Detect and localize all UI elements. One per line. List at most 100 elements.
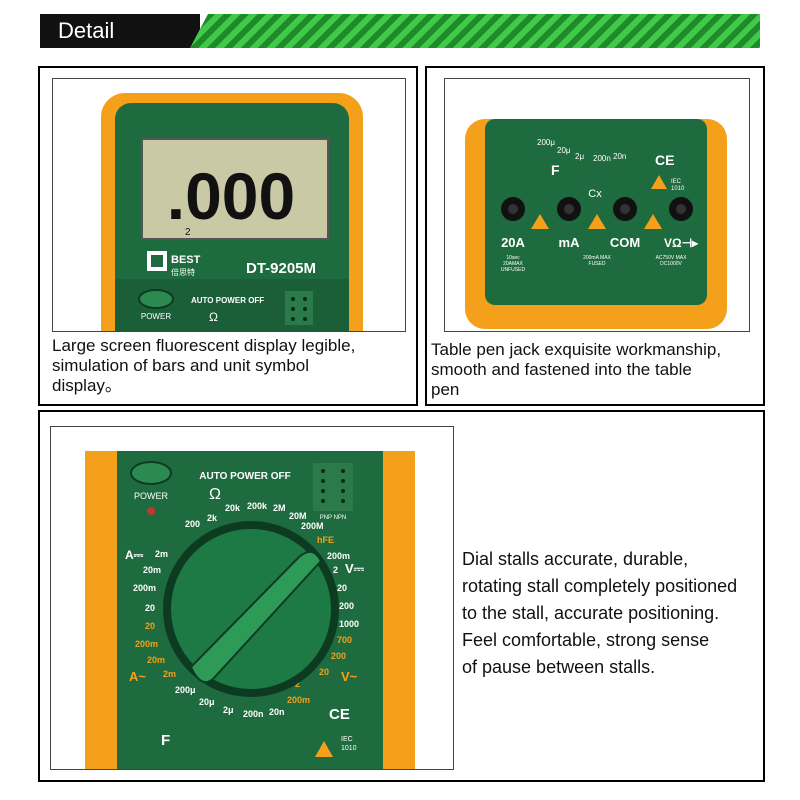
- dial-pointer[interactable]: [189, 550, 323, 683]
- dial-label: 20m: [147, 655, 165, 665]
- dial-label: 2m: [163, 669, 176, 679]
- dial-label: 20M: [289, 511, 307, 521]
- rotary-dial[interactable]: [163, 521, 339, 697]
- dial-label: A⎓: [125, 548, 144, 562]
- caption-line: Large screen fluorescent display legible…: [52, 336, 356, 355]
- range-label: 20μ: [557, 146, 571, 155]
- ce-mark: CE: [329, 706, 350, 723]
- dial-label: 200m: [327, 551, 350, 561]
- dial-label: 200m: [135, 639, 158, 649]
- auto-power-off-label: AUTO POWER OFF: [191, 296, 264, 305]
- dial-label: hFE: [317, 535, 334, 545]
- caption-line: Dial stalls accurate, durable,: [462, 549, 689, 569]
- note-text: 200mA MAX: [583, 255, 611, 261]
- dial-label: 200μ: [175, 685, 196, 695]
- dial-label: 2: [333, 565, 338, 575]
- dial-label: 200: [331, 651, 346, 661]
- dial-label: 20: [319, 667, 329, 677]
- dial-label: 1000: [339, 619, 359, 629]
- warning-icon: [531, 214, 549, 229]
- dial-label: A~: [129, 669, 146, 684]
- note-text: FUSED: [589, 261, 606, 267]
- dial-label: 20: [145, 603, 155, 613]
- power-button[interactable]: [138, 289, 174, 309]
- cx-label: Cx: [588, 188, 602, 200]
- dial-label: 200n: [243, 709, 264, 719]
- caption-line: simulation of bars and unit symbol: [52, 356, 310, 375]
- range-label: 2μ: [575, 152, 584, 161]
- dial-label: 700: [337, 635, 352, 645]
- dial-photo: POWER AUTO POWER OFF Ω PNP NPN 200 A⎓ 2m…: [50, 426, 454, 770]
- ohm-symbol: Ω: [209, 486, 221, 503]
- iec-label: 1010: [341, 745, 357, 752]
- jack-label: mA: [559, 235, 581, 250]
- caption-line: smooth and fastened into the table: [431, 360, 692, 379]
- dial-label: 20: [145, 621, 155, 631]
- iec-label: 1010: [671, 186, 685, 192]
- power-label: POWER: [141, 312, 171, 321]
- note-text: AC750V MAX: [656, 255, 688, 261]
- dial-label: 2k: [207, 513, 218, 523]
- model-name: DT-9205M: [246, 260, 316, 277]
- jack-label: COM: [610, 235, 640, 250]
- lcd-sub: 2: [185, 227, 191, 238]
- caption-line: to the stall, accurate positioning.: [462, 603, 720, 623]
- dial-label: 2μ: [223, 705, 234, 715]
- dial-label: 200m: [133, 583, 156, 593]
- warning-icon: [644, 214, 662, 229]
- lcd-value: .000: [167, 159, 295, 233]
- dial-label: 2: [295, 679, 300, 689]
- jacks-illustration: 200μ 20μ 2μ 200n 20n F CE IEC 1010 Cx 20…: [465, 119, 727, 329]
- jack-label: VΩ⊣▸: [664, 236, 699, 250]
- f-label: F: [551, 162, 560, 178]
- dial-label: 20m: [143, 565, 161, 575]
- iec-label: IEC: [341, 736, 353, 743]
- dial-label: 200M: [301, 521, 324, 531]
- display-illustration: .000 2 BEST 倍思特 DT-9205M POWER AUTO POWE…: [101, 93, 363, 331]
- dial-label: 20μ: [199, 697, 215, 707]
- dial-label: 20n: [269, 707, 285, 717]
- warning-icon: [588, 214, 606, 229]
- caption-line: Feel comfortable, strong sense: [462, 630, 710, 650]
- dial-label: 200: [185, 519, 200, 529]
- jacks-caption: Table pen jack exquisite workmanship, sm…: [431, 340, 765, 400]
- dial-label: 200: [339, 601, 354, 611]
- dial-label: 2m: [155, 549, 168, 559]
- caption-line: pen: [431, 380, 460, 399]
- range-label: 20n: [613, 152, 626, 161]
- brand-logo: [147, 251, 167, 271]
- caption-line: display。: [52, 376, 122, 395]
- dial-label: V⎓: [345, 561, 365, 576]
- dial-label: 20: [337, 583, 347, 593]
- range-label: 200n: [593, 154, 611, 163]
- brand-chinese: 倍思特: [171, 267, 195, 277]
- jack-v-ohm[interactable]: [669, 197, 693, 221]
- brand-name: BEST: [171, 254, 201, 266]
- caption-line: Table pen jack exquisite workmanship,: [431, 340, 722, 359]
- header-bar: [40, 14, 200, 48]
- jacks-photo: 200μ 20μ 2μ 200n 20n F CE IEC 1010 Cx 20…: [444, 78, 750, 332]
- dial-label: 20k: [225, 503, 241, 513]
- power-button[interactable]: [130, 461, 172, 485]
- caption-line: rotating stall completely positioned: [462, 576, 738, 596]
- warning-icon: [315, 741, 333, 757]
- warning-icon: [651, 175, 667, 189]
- range-label: 200μ: [537, 138, 555, 147]
- transistor-socket: PNP NPN: [313, 463, 353, 521]
- header-stripe: [190, 14, 760, 48]
- note-text: 10sec: [506, 255, 520, 261]
- ce-mark: CE: [655, 152, 674, 168]
- header-title: Detail: [58, 18, 115, 43]
- note-text: 20AMAX: [503, 261, 523, 267]
- jack-20a[interactable]: [501, 197, 525, 221]
- caption-line: of pause between stalls.: [462, 657, 656, 677]
- dial-label: V~: [341, 669, 358, 684]
- pnp-npn-label: PNP NPN: [320, 515, 347, 521]
- auto-power-off-label: AUTO POWER OFF: [199, 471, 290, 482]
- jack-com[interactable]: [613, 197, 637, 221]
- note-text: DC1000V: [660, 261, 682, 267]
- f-label: F: [161, 732, 170, 749]
- jack-label: 20A: [501, 235, 525, 250]
- jack-ma[interactable]: [557, 197, 581, 221]
- dial-label: 200k: [247, 501, 268, 511]
